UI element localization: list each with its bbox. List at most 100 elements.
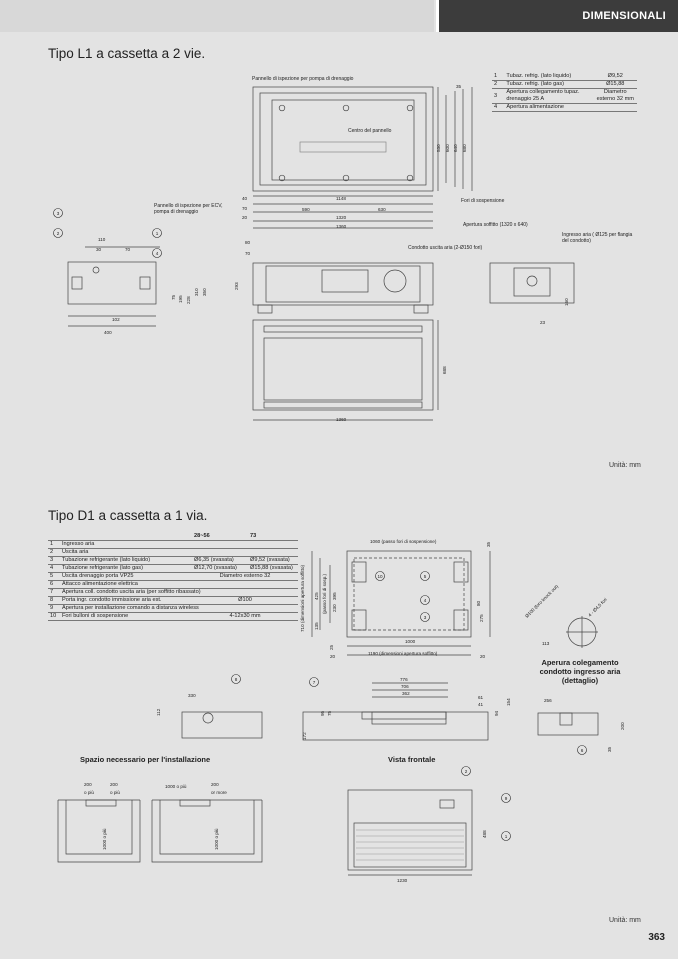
dim-80: 80: [476, 600, 481, 606]
dim-30: 30: [96, 247, 102, 252]
dim-1148: 1148: [336, 196, 346, 201]
suspension-hole: [278, 104, 286, 112]
dim-200b: 200: [110, 782, 118, 787]
row-desc: Apertura alimentazione: [504, 103, 594, 112]
d1-side-view: [181, 711, 263, 739]
dim-1360b: 1360: [336, 417, 347, 422]
svg-text:3: 3: [424, 615, 427, 620]
front-panel-view: [347, 789, 473, 871]
section1-spec-table: 1 Tubaz. refrig. (lato liquido) Ø9,52 2 …: [492, 73, 637, 112]
front-view-outline: [252, 262, 434, 306]
dim-680: 680: [462, 144, 467, 152]
section1-unit: Unità: mm: [609, 462, 641, 469]
dim-61: 61: [478, 695, 484, 700]
header-divider: [436, 0, 439, 32]
dim-110: 110: [98, 237, 106, 242]
dim-706: 706: [401, 684, 409, 689]
row-desc: Apertura collegamento tupaz. drenaggio 2…: [504, 88, 594, 104]
dim-70c: 70: [125, 247, 131, 252]
label-suspension-holes: Fori di sospensione: [461, 198, 505, 204]
label-inlet-detail: Aperura colegamento condotto ingresso ar…: [539, 658, 621, 685]
label-or-more-4: or more: [211, 790, 227, 795]
svg-text:6: 6: [581, 748, 584, 753]
dim-20: 20: [480, 654, 486, 659]
dim-95: 95: [320, 710, 325, 716]
dim-688: 688: [442, 366, 447, 374]
header-section-tab: DIMENSIONALI: [439, 0, 678, 32]
dim-35: 35: [486, 541, 491, 547]
row-number: 3: [492, 88, 505, 104]
dim-400: 400: [104, 330, 112, 335]
dim-200c: 200: [211, 782, 219, 787]
dim-1360: 1360: [336, 224, 347, 229]
dim-70b: 70: [245, 251, 251, 256]
dim-102: 102: [112, 317, 120, 322]
dim-20b: 20: [330, 654, 336, 659]
table-row: 2 Tubaz. refrig. (lato gas) Ø15,88: [492, 80, 637, 89]
row-desc: Tubaz. refrig. (lato gas): [504, 80, 594, 89]
table-row: 4 Apertura alimentazione: [492, 103, 637, 112]
dim-200: 200: [620, 722, 625, 730]
top-view-inner: [259, 92, 427, 186]
air-outlet-duct: [383, 269, 407, 293]
label-front-view: Vista frontale: [388, 755, 436, 764]
dim-40: 40: [242, 196, 248, 201]
label-or-more-1: o più: [84, 790, 94, 795]
dim-200a: 200: [84, 782, 92, 787]
col-header-28-56: 28~56: [192, 533, 248, 541]
svg-text:10: 10: [377, 574, 383, 579]
page-number: 363: [648, 932, 665, 943]
dim-776: 776: [400, 677, 408, 682]
suspension-hole: [278, 174, 286, 182]
dim-70: 70: [242, 206, 248, 211]
space-diagram-1: [57, 800, 141, 863]
label-or-more-5: 1000 o più: [102, 828, 107, 850]
dim-640: 640: [453, 144, 458, 152]
svg-text:8: 8: [235, 677, 238, 682]
row-desc: Tubaz. refrig. (lato liquido): [504, 73, 594, 81]
svg-text:9: 9: [505, 796, 508, 801]
label-space-needed: Spazio necessario per l'installazione: [80, 755, 211, 764]
suspension-hole: [342, 174, 350, 182]
dim-23: 23: [540, 320, 546, 325]
dim-293: 293: [234, 282, 239, 290]
dim-630: 630: [378, 207, 386, 212]
svg-text:4: 4: [156, 251, 159, 256]
dim-35: 35: [456, 84, 462, 89]
dim-154: 154: [506, 698, 511, 706]
label-pitch: 1060 (passo fori di sospensione): [370, 539, 437, 544]
label-knock-out: Ø100 (foro knock out): [524, 583, 559, 618]
suspension-hole: [406, 174, 414, 182]
dim-195: 195: [178, 295, 183, 303]
dim-362: 362: [402, 691, 410, 696]
dim-1320: 1320: [336, 215, 347, 220]
dim-256: 256: [544, 698, 552, 703]
row-value: Ø9,52: [593, 73, 637, 81]
section-label: DIMENSIONALI: [582, 10, 666, 22]
row-number: 1: [492, 73, 505, 81]
label-panel-center: Centro del pannello: [348, 128, 392, 134]
label-or-more-2: o più: [110, 790, 120, 795]
dim-488: 488: [482, 830, 487, 838]
dim-41: 41: [478, 702, 484, 707]
label-holes: 4 - Ø4,5 fori: [587, 597, 608, 618]
dim-112: 112: [156, 708, 161, 716]
page-header: DIMENSIONALI: [0, 0, 678, 32]
dim-75: 75: [327, 710, 332, 716]
dim-275: 275: [479, 614, 484, 622]
table-row: 1 Tubaz. refrig. (lato liquido) Ø9,52: [492, 73, 637, 81]
dim-172: 172: [302, 732, 307, 740]
dim-160: 160: [564, 298, 569, 306]
panel-view-outline: [252, 319, 434, 411]
label-ceiling-dim: 1190 (dimensioni apertura soffitto): [368, 651, 438, 656]
dim-35b: 35: [607, 746, 612, 752]
section2-unit: Unità: mm: [609, 917, 641, 924]
